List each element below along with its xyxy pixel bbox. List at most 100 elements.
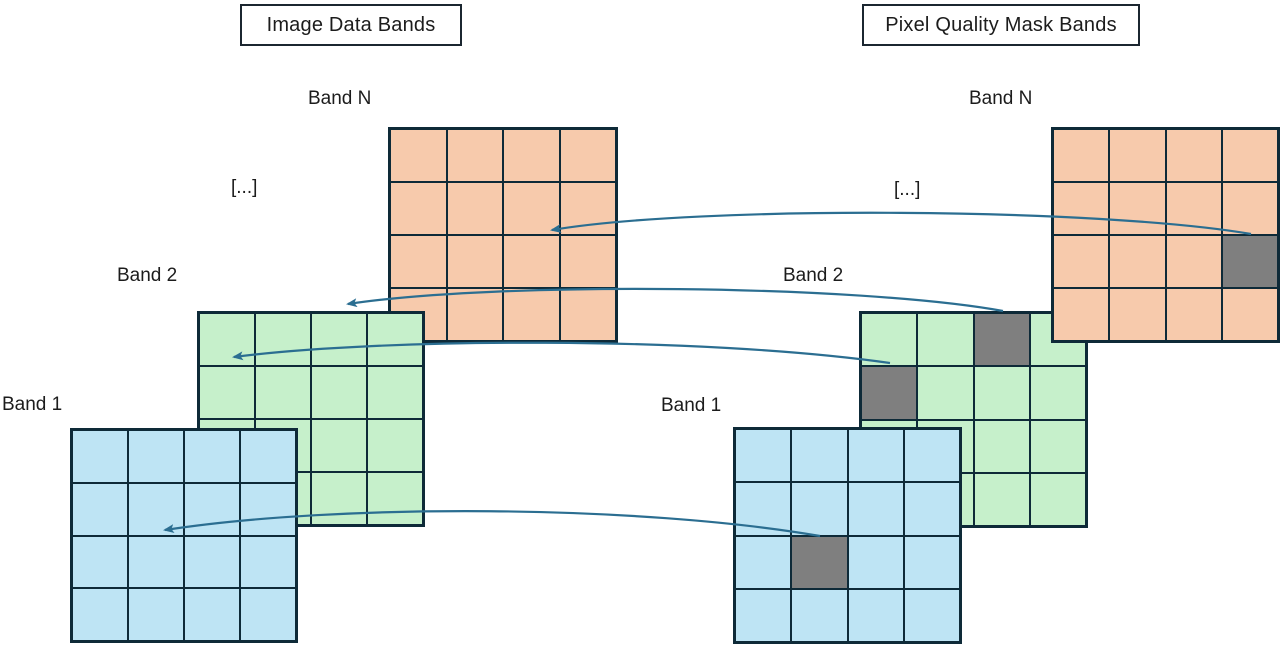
pixel-cell bbox=[973, 366, 1030, 420]
pixel-cell bbox=[72, 430, 128, 483]
image-bands-ellipsis: [...] bbox=[231, 177, 258, 198]
pixel-cell bbox=[791, 482, 848, 536]
pixel-cell bbox=[128, 482, 184, 536]
pixel-cell bbox=[311, 313, 367, 366]
pixel-cell bbox=[128, 588, 184, 641]
pixel-cell bbox=[917, 313, 974, 367]
pixel-cell bbox=[1109, 182, 1166, 235]
pixel-cell bbox=[255, 366, 311, 419]
pixel-cell bbox=[559, 288, 616, 341]
image-band-2-label: Band 2 bbox=[117, 265, 178, 286]
pixel-cell bbox=[847, 429, 904, 483]
pixel-cell bbox=[1029, 472, 1086, 526]
pixel-cell bbox=[1165, 129, 1222, 182]
pixel-cell bbox=[1221, 288, 1278, 341]
pixel-cell bbox=[1109, 288, 1166, 341]
mask-band-n-grid bbox=[1051, 127, 1280, 343]
image-band-1-grid bbox=[70, 428, 298, 643]
pixel-cell bbox=[255, 313, 311, 366]
mask-band-2-grid bbox=[859, 311, 1088, 528]
pixel-cell bbox=[1053, 182, 1110, 235]
pixel-cell bbox=[1221, 129, 1278, 182]
pixel-cell bbox=[1165, 235, 1222, 288]
pixel-cell bbox=[199, 313, 255, 366]
pixel-cell bbox=[735, 588, 792, 642]
pixel-cell bbox=[1165, 182, 1222, 235]
pixel-cell bbox=[1165, 288, 1222, 341]
pixel-cell bbox=[1053, 235, 1110, 288]
image-band-1-label: Band 1 bbox=[2, 394, 63, 415]
pixel-cell bbox=[861, 313, 918, 367]
pixel-cell bbox=[184, 482, 240, 536]
pixel-cell bbox=[1221, 182, 1278, 235]
pixel-cell bbox=[903, 535, 960, 589]
image-band-n-label: Band N bbox=[308, 88, 372, 109]
pixel-cell bbox=[1109, 235, 1166, 288]
pixel-cell bbox=[199, 366, 255, 419]
pixel-cell bbox=[503, 182, 560, 235]
pixel-cell bbox=[390, 235, 447, 288]
pixel-cell bbox=[240, 588, 296, 641]
pixel-cell bbox=[367, 472, 423, 525]
pixel-quality-mask-bands-title: Pixel Quality Mask Bands bbox=[862, 4, 1140, 46]
pixel-cell bbox=[446, 182, 503, 235]
pixel-cell bbox=[903, 588, 960, 642]
mask-band-2-label: Band 2 bbox=[783, 265, 844, 286]
image-data-bands-title: Image Data Bands bbox=[240, 4, 462, 46]
pixel-cell bbox=[367, 366, 423, 419]
mask-band-1-label: Band 1 bbox=[661, 395, 722, 416]
pixel-cell bbox=[390, 129, 447, 182]
pixel-cell bbox=[367, 313, 423, 366]
pixel-cell bbox=[559, 129, 616, 182]
pixel-cell bbox=[311, 366, 367, 419]
pixel-cell bbox=[240, 430, 296, 483]
pixel-cell bbox=[311, 419, 367, 472]
pixel-cell bbox=[735, 429, 792, 483]
pixel-cell bbox=[1029, 366, 1086, 420]
pixel-cell bbox=[973, 419, 1030, 473]
pixel-cell bbox=[72, 588, 128, 641]
pixel-cell bbox=[903, 482, 960, 536]
pixel-cell bbox=[184, 535, 240, 589]
pixel-cell bbox=[72, 482, 128, 536]
pixel-cell bbox=[503, 235, 560, 288]
pixel-cell bbox=[446, 129, 503, 182]
mask-band-1-grid bbox=[733, 427, 962, 644]
pixel-cell bbox=[973, 472, 1030, 526]
pixel-cell bbox=[559, 182, 616, 235]
pixel-cell bbox=[1029, 419, 1086, 473]
pixel-cell bbox=[791, 588, 848, 642]
pixel-cell bbox=[559, 235, 616, 288]
pixel-cell bbox=[446, 288, 503, 341]
mask-band-n-label: Band N bbox=[969, 88, 1033, 109]
pixel-cell bbox=[184, 588, 240, 641]
pixel-cell bbox=[791, 429, 848, 483]
pixel-cell bbox=[1053, 288, 1110, 341]
pixel-cell bbox=[735, 535, 792, 589]
masked-pixel-cell bbox=[973, 313, 1030, 367]
masked-pixel-cell bbox=[1221, 235, 1278, 288]
pixel-cell bbox=[240, 535, 296, 589]
pixel-cell bbox=[1109, 129, 1166, 182]
pixel-cell bbox=[72, 535, 128, 589]
pixel-cell bbox=[311, 472, 367, 525]
pixel-cell bbox=[240, 482, 296, 536]
masked-pixel-cell bbox=[791, 535, 848, 589]
pixel-cell bbox=[847, 535, 904, 589]
pixel-cell bbox=[128, 535, 184, 589]
pixel-cell bbox=[1053, 129, 1110, 182]
pixel-cell bbox=[446, 235, 503, 288]
pixel-cell bbox=[503, 288, 560, 341]
pixel-cell bbox=[128, 430, 184, 483]
masked-pixel-cell bbox=[861, 366, 918, 420]
pixel-cell bbox=[367, 419, 423, 472]
pixel-cell bbox=[917, 366, 974, 420]
mask-bands-ellipsis: [...] bbox=[894, 179, 921, 200]
pixel-cell bbox=[847, 588, 904, 642]
pixel-cell bbox=[903, 429, 960, 483]
pixel-cell bbox=[184, 430, 240, 483]
pixel-cell bbox=[390, 182, 447, 235]
pixel-cell bbox=[735, 482, 792, 536]
pixel-cell bbox=[503, 129, 560, 182]
